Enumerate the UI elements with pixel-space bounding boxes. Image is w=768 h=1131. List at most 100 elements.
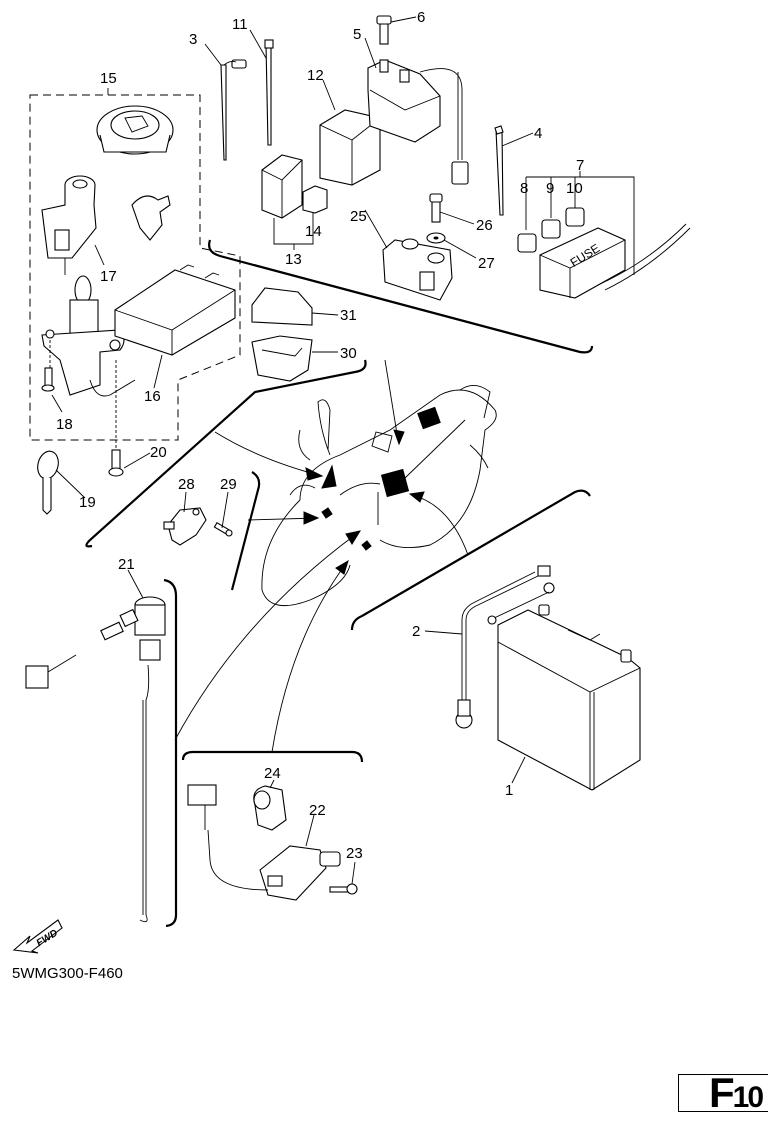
- part-20-bolt: [108, 449, 124, 477]
- pointer-line: [384, 359, 399, 441]
- part-22-switch: [259, 845, 341, 901]
- part-15-fuel-cap: [96, 105, 174, 155]
- fuse-box-cable: [599, 223, 691, 291]
- group-boundary-mid: [230, 471, 261, 591]
- part-6-bolt: [376, 15, 392, 45]
- callout-24: 24: [264, 765, 281, 782]
- leader-3: [204, 43, 222, 66]
- motorcycle-outline: [261, 385, 497, 607]
- callout-28: 28: [178, 476, 195, 493]
- callout-8: 8: [520, 180, 528, 197]
- leader-17: [94, 244, 105, 266]
- part-31-cover-top: [251, 287, 313, 326]
- callout-21: 21: [118, 556, 135, 573]
- part-14-fuse: [302, 185, 328, 214]
- callout-22: 22: [309, 802, 326, 819]
- arrowhead: [345, 530, 362, 545]
- part-latch: [131, 195, 171, 241]
- callout-6: 6: [417, 9, 425, 26]
- callout-5: 5: [353, 26, 361, 43]
- part-11-cable-band: [264, 39, 274, 146]
- arrowhead: [393, 429, 405, 446]
- part-2-lead: [455, 565, 555, 729]
- group-boundary-left-mid: [85, 359, 367, 548]
- group-boundary-bottom: [181, 750, 364, 763]
- forward-direction-icon: FWD: [12, 919, 63, 954]
- part-26-bolt: [429, 193, 443, 223]
- part-4-cable-band: [494, 125, 504, 216]
- part-23-screw: [329, 883, 358, 895]
- part-5-starter-relay: [367, 59, 441, 143]
- part-29-screw: [213, 522, 233, 537]
- part-17-seat-lock: [41, 175, 97, 275]
- callout-4: 4: [534, 125, 542, 142]
- part-19-key: [37, 450, 59, 515]
- leader-12: [322, 79, 336, 111]
- group-boundary-right: [350, 489, 591, 631]
- pointer-line: [411, 494, 469, 556]
- switch-22-wire: [204, 805, 269, 891]
- leader-5: [364, 37, 377, 69]
- callout-7: 7: [576, 157, 584, 174]
- callout-17: 17: [100, 268, 117, 285]
- part-27-washer: [426, 232, 446, 244]
- callout-27: 27: [478, 255, 495, 272]
- page-number-box: F10: [678, 1069, 768, 1116]
- part-3-cable-band: [220, 59, 247, 161]
- leader-2: [424, 630, 463, 635]
- group-15-dashed-box: [29, 94, 241, 441]
- starter-relay-wire: [419, 68, 463, 160]
- switch-22-connector: [187, 784, 217, 806]
- pointer-line: [271, 564, 346, 753]
- part-9-fuse: [541, 219, 561, 239]
- callout-1: 1: [505, 782, 513, 799]
- part-21-sensor: [25, 596, 166, 923]
- callout-9: 9: [546, 180, 554, 197]
- leader-20: [123, 452, 151, 469]
- part-30-cover-bottom: [251, 335, 313, 382]
- part-24-clamp: [253, 785, 287, 831]
- diagram-reference-code: 5WMG300-F460: [12, 965, 123, 982]
- callout-29: 29: [220, 476, 237, 493]
- arrowhead: [408, 491, 425, 503]
- bracket-13: [273, 213, 314, 245]
- main-switch: [41, 275, 136, 397]
- callout-14: 14: [305, 223, 322, 240]
- leader-27: [443, 239, 477, 259]
- leader-23: [351, 861, 356, 885]
- part-25-relay: [382, 238, 453, 301]
- callout-10: 10: [566, 180, 583, 197]
- callout-26: 26: [476, 217, 493, 234]
- arrowhead: [303, 511, 320, 525]
- callout-15: 15: [100, 70, 117, 87]
- group-boundary-left-lower: [163, 578, 178, 928]
- part-13-relay: [261, 154, 303, 219]
- part-8-fuse: [517, 233, 537, 253]
- callout-16: 16: [144, 388, 161, 405]
- leader-25: [364, 209, 388, 249]
- leader-19: [55, 469, 86, 499]
- part-28-sensor: [163, 507, 207, 546]
- callout-13: 13: [285, 251, 302, 268]
- callout-23: 23: [346, 845, 363, 862]
- part-1-battery: [497, 604, 641, 791]
- callout-30: 30: [340, 345, 357, 362]
- callout-3: 3: [189, 31, 197, 48]
- leader-16: [153, 354, 163, 389]
- callout-20: 20: [150, 444, 167, 461]
- callout-2: 2: [412, 623, 420, 640]
- callout-31: 31: [340, 307, 357, 324]
- part-12-relay: [319, 109, 381, 186]
- leader-21: [127, 569, 144, 599]
- leader-29: [221, 491, 229, 529]
- leader-31: [311, 312, 339, 316]
- leader-22: [305, 814, 315, 847]
- leader-26: [439, 211, 475, 225]
- part-7-fuse-box: FUSE: [539, 227, 626, 299]
- group-boundary-top-right: [208, 239, 594, 354]
- callout-11: 11: [232, 16, 248, 33]
- pointer-line: [174, 534, 356, 741]
- relay-connector: [451, 161, 469, 185]
- part-16-ecu: [114, 264, 236, 356]
